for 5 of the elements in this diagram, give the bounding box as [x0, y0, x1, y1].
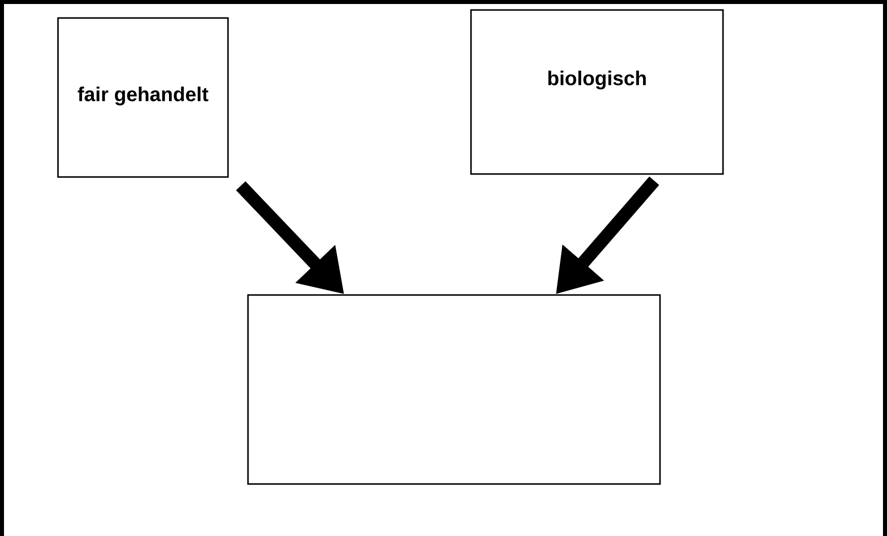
text-box	[470, 9, 724, 175]
box-label: biologisch	[548, 70, 646, 90]
text-box	[57, 17, 229, 178]
box-label: fair gehandelt	[78, 86, 208, 106]
empty-box	[247, 294, 661, 485]
